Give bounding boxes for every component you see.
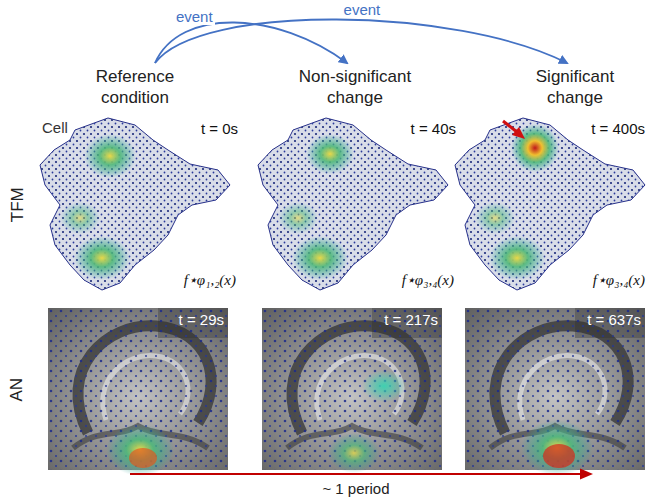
edge-label: event [174, 8, 215, 25]
column-header: Reference condition [75, 66, 195, 108]
period-arrow [130, 469, 593, 480]
field-label: f⋆φ₁,₂(x) [184, 272, 236, 289]
header-text: Non-significant change [280, 66, 430, 108]
cell-traction-map [455, 118, 645, 290]
header-text: Significant change [520, 66, 630, 108]
field-label: f⋆φ₃,₄(x) [402, 272, 454, 289]
row-label: TFM [7, 188, 27, 223]
period-label: ~ 1 period [322, 480, 389, 497]
highlight-arrow [503, 121, 525, 139]
an-frame [48, 308, 228, 476]
header-text: Reference condition [75, 66, 195, 108]
cell-traction-map [258, 118, 448, 290]
time-label: t = 40s [411, 120, 456, 137]
time-label: t = 400s [591, 120, 645, 137]
an-frame [465, 308, 645, 476]
cell-label: Cell [40, 119, 70, 136]
time-label: t = 29s [179, 311, 224, 328]
row-label: AN [7, 378, 27, 402]
column-header: Significant change [520, 66, 630, 108]
time-label: t = 637s [587, 311, 641, 328]
column-header: Non-significant change [280, 66, 430, 108]
time-label: t = 0s [201, 120, 238, 137]
edge-label: event [342, 1, 383, 18]
time-label: t = 217s [384, 311, 438, 328]
an-frame [262, 308, 442, 473]
event-arc [155, 19, 567, 63]
cell-traction-map [40, 118, 230, 290]
field-label: f⋆φ₃,₄(x) [593, 272, 645, 289]
